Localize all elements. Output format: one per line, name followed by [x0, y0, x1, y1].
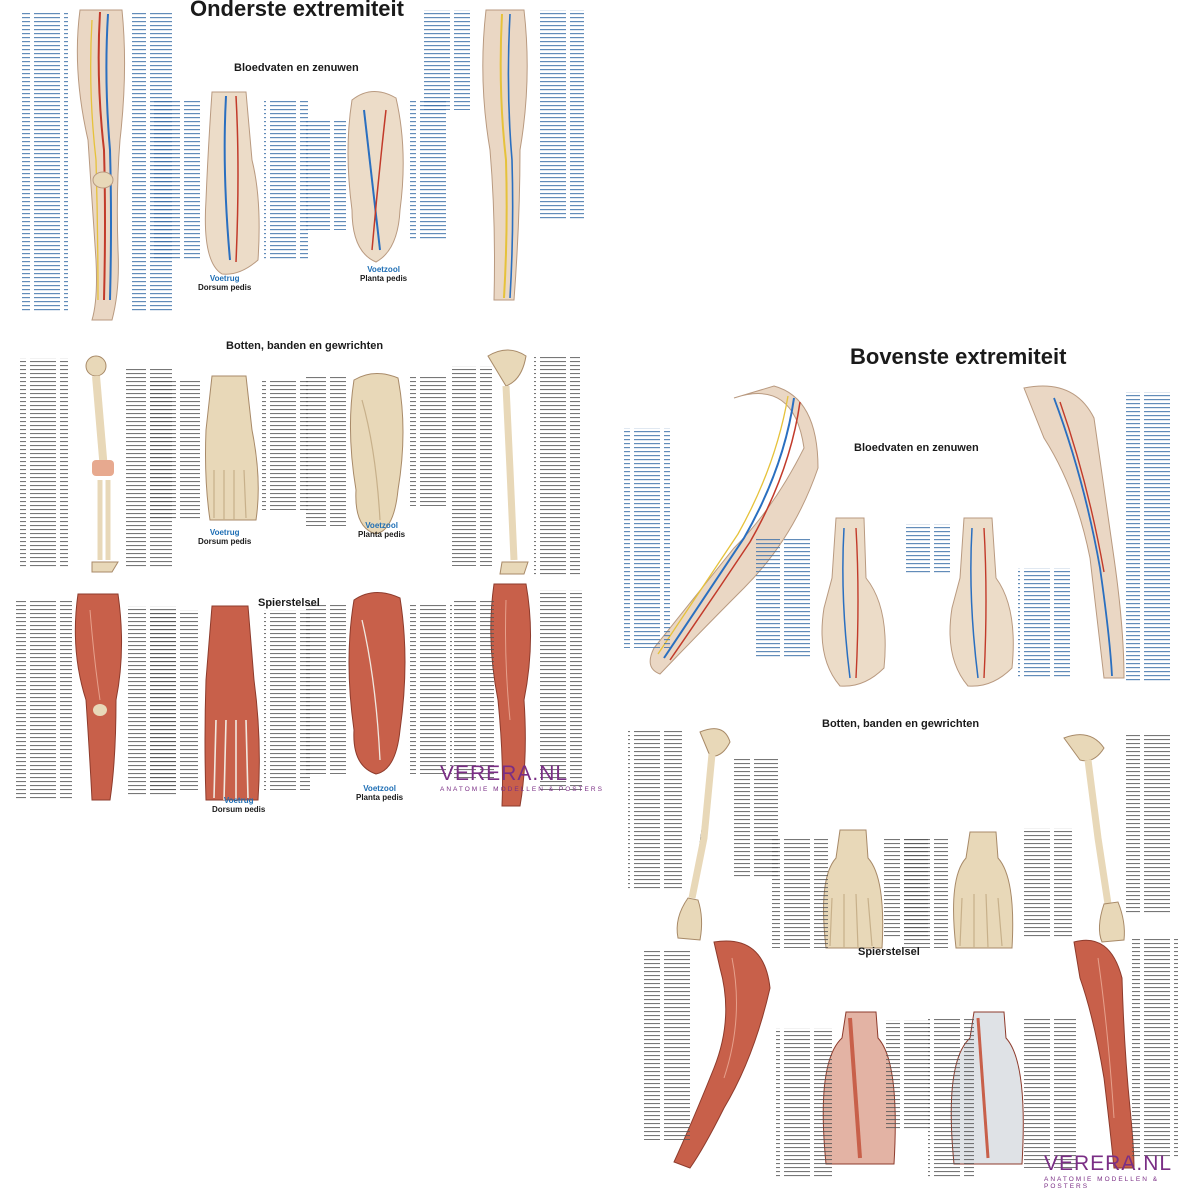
foot-dorsum-muscles — [204, 605, 260, 801]
foot-planta-bones — [349, 373, 404, 535]
foot-planta-muscles — [348, 592, 406, 775]
poster-upper-extremity: Bovenste extremiteit Bloedvaten en zenuw… — [604, 338, 1200, 1192]
section-title-vessels: Bloedvaten en zenuwen — [234, 62, 359, 74]
leg-muscles-front — [74, 593, 123, 801]
view-label-nl: Voetzool — [367, 265, 400, 274]
arm-bones-right — [1063, 734, 1125, 943]
view-label-la: Planta pedis — [358, 530, 406, 539]
foot-dorsum-bones — [205, 375, 259, 521]
brand-name: VERERA.NL — [1044, 1152, 1173, 1175]
lower-extremity-illustrations — [16, 9, 584, 807]
view-label-planta-bones: Voetzool Planta pedis — [358, 521, 405, 539]
section-title-muscles: Spierstelsel — [858, 946, 920, 958]
brand-tagline: ANATOMIE MODELLEN & POSTERS — [440, 786, 604, 793]
view-label-nl: Voetrug — [209, 274, 240, 283]
brand-name: VERERA.NL — [440, 762, 569, 785]
view-label-la: Dorsum pedis — [198, 537, 252, 546]
leg-vessels-back — [482, 9, 528, 301]
view-label-dorsum-bones: Voetrug Dorsum pedis — [198, 528, 251, 546]
view-label-nl: Voetzool — [363, 784, 396, 793]
section-title-bones: Botten, banden en gewrichten — [822, 718, 980, 730]
foot-dorsum-vessels — [204, 91, 260, 275]
view-label-la: Planta pedis — [356, 793, 404, 802]
view-label-planta-muscles: Voetzool Planta pedis — [356, 784, 403, 802]
brand-tagline: ANATOMIE MODELLEN & POSTERS — [1044, 1176, 1160, 1190]
leg-bones-side — [487, 349, 529, 575]
hand-bones-right — [953, 831, 1014, 949]
view-label-nl: Voetzool — [365, 521, 398, 530]
leg-vessels-front — [76, 9, 126, 321]
section-title-vessels: Bloedvaten en zenuwen — [854, 442, 979, 454]
arm-vessels-left — [649, 385, 819, 675]
hand-muscles-left — [822, 1011, 896, 1165]
brand-logo: VERERA.NL ANATOMIE MODELLEN & POSTERS — [440, 762, 604, 793]
hand-bones-left — [823, 829, 884, 949]
poster-lower-extremity: Onderste extremiteit Bloedvaten en zenuw… — [0, 0, 604, 812]
view-label-nl: Voetrug — [209, 528, 240, 537]
arm-bones-left — [676, 728, 731, 941]
view-label-la: Dorsum pedis — [212, 805, 266, 812]
upper-extremity-illustrations — [624, 385, 1178, 1178]
poster-title: Bovenste extremiteit — [850, 344, 1067, 369]
poster-title: Onderste extremiteit — [190, 0, 404, 21]
view-label-dorsum: Voetrug Dorsum pedis — [198, 274, 251, 292]
view-label-nl: Voetrug — [223, 796, 254, 805]
section-title-muscles: Spierstelsel — [258, 597, 320, 609]
foot-planta-vessels — [347, 91, 404, 263]
section-title-bones: Botten, banden en gewrichten — [226, 340, 384, 352]
view-label-la: Dorsum pedis — [198, 283, 252, 292]
view-label-planta: Voetzool Planta pedis — [360, 265, 407, 283]
leg-bones-front — [85, 355, 119, 573]
hand-vessels-left — [821, 517, 886, 687]
view-label-la: Planta pedis — [360, 274, 408, 283]
arm-muscles-left — [673, 940, 771, 1169]
view-label-dorsum-muscles: Voetrug Dorsum pedis — [212, 796, 265, 812]
brand-logo: VERERA.NL ANATOMIE MODELLEN & POSTERS — [1044, 1152, 1200, 1190]
arm-vessels-right — [1023, 385, 1125, 679]
arm-muscles-right — [1073, 939, 1135, 1169]
hand-vessels-right — [949, 517, 1014, 687]
